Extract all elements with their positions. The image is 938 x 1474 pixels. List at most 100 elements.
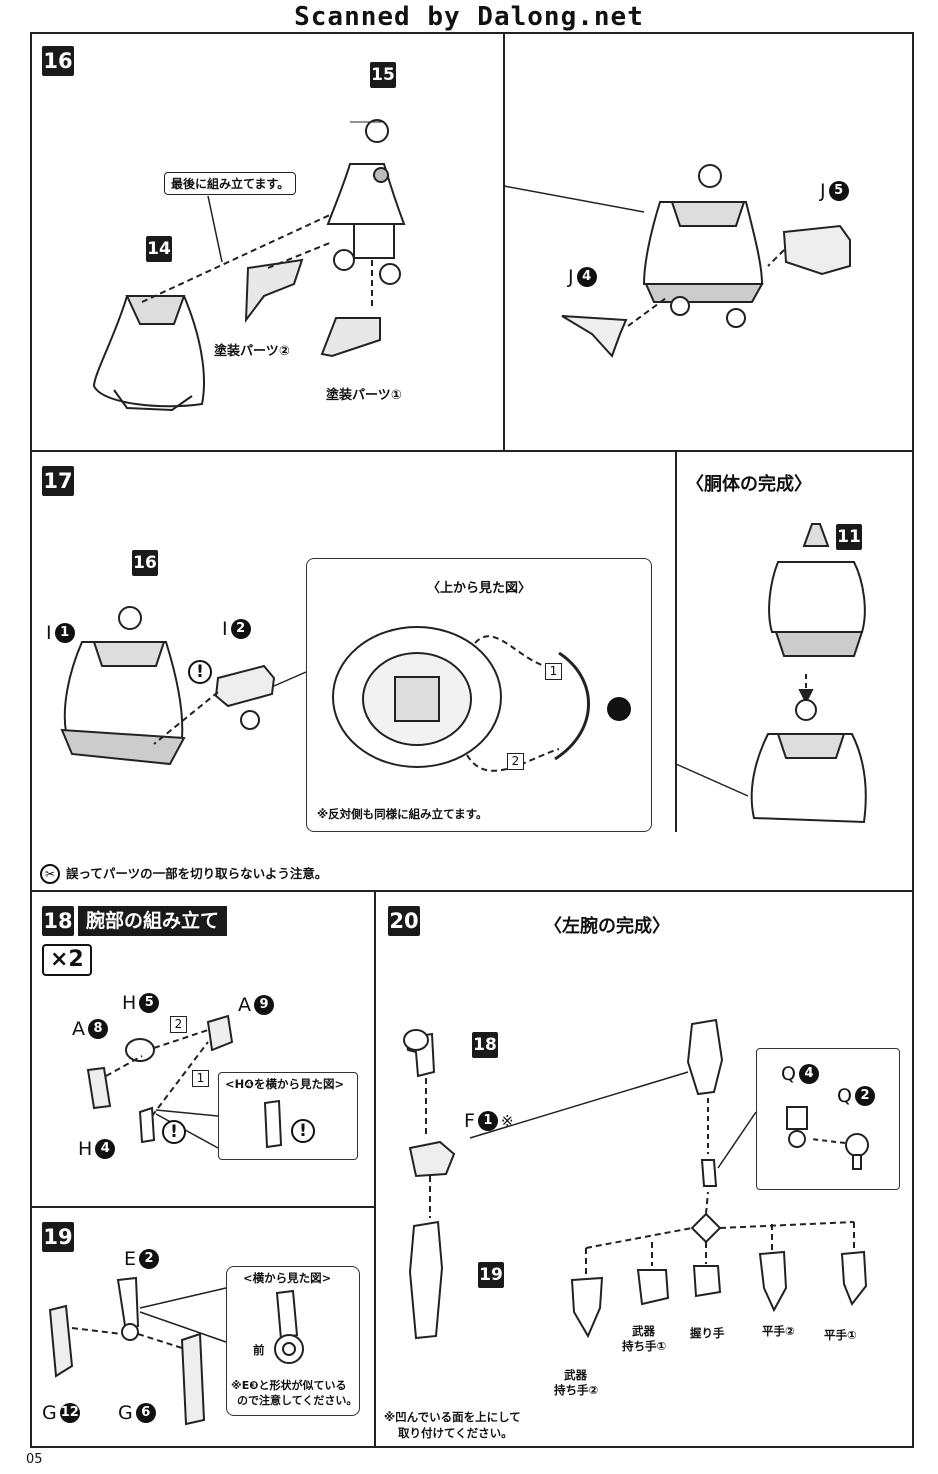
quantity-multiplier: ×2: [42, 944, 92, 976]
flat-hand-2: [758, 1250, 788, 1313]
body-complete-title: 〈胴体の完成〉: [686, 474, 812, 495]
part-a8-drawing: [86, 1066, 112, 1110]
top-view-drawing: [332, 626, 631, 772]
torso-part-14-drawing: [92, 295, 205, 412]
side-view-drawing: [274, 1289, 304, 1364]
weapon-grip-2-label-line2: 持ち手②: [554, 1383, 599, 1397]
concave-side-note-line1: ※凹んでいる面を上にして: [384, 1410, 521, 1424]
flat-hand-2-label: 平手②: [762, 1324, 795, 1338]
part-a9-ref: A 9: [238, 994, 274, 1016]
arm-complete-drawing: [686, 1018, 724, 1096]
part-i2-drawing: [214, 664, 276, 708]
step-19-illustration: [48, 1276, 227, 1426]
sequence-1-marker: 1: [545, 663, 562, 680]
side-view-inset: <横から見た図> 前 ※E❸と形状が似ている ので注意してください。: [226, 1266, 360, 1416]
side-view-title: <横から見た図>: [243, 1271, 332, 1285]
caution-mark-icon: !: [162, 1120, 186, 1144]
ref-step-15: 15: [370, 62, 396, 88]
part-number: 1: [54, 623, 75, 643]
part-q4-ref: Q 4: [781, 1063, 819, 1085]
ref-step-18: 18: [472, 1032, 498, 1058]
concave-side-note-line2: 取り付けてください。: [398, 1426, 513, 1440]
part-letter: F: [464, 1110, 475, 1132]
part-number: 2: [854, 1086, 875, 1106]
opposite-side-note: ※反対側も同様に組み立てます。: [317, 807, 488, 821]
q-parts-drawing: [786, 1106, 869, 1170]
weapon-grip-2-label-line1: 武器: [564, 1368, 587, 1382]
part-letter: A: [238, 994, 251, 1016]
sequence-2-marker: 2: [170, 1016, 187, 1033]
fist-hand: [692, 1265, 722, 1298]
step-17-number: 17: [42, 466, 74, 496]
torso-part-16-drawing: [60, 606, 186, 766]
forearm-19-drawing: [408, 1220, 444, 1340]
part-e2-ref: E 2: [124, 1248, 160, 1270]
flat-hand-1-label: 平手①: [824, 1328, 857, 1342]
paint-part-2-drawing: [244, 258, 304, 324]
part-number: 4: [95, 1139, 116, 1159]
ref-step-19: 19: [478, 1262, 504, 1288]
sequence-1-marker: 1: [192, 1070, 209, 1087]
page-number: 05: [26, 1452, 43, 1467]
top-view-title: 〈上から見た図〉: [427, 581, 532, 596]
part-letter: J: [820, 180, 826, 202]
part-f1-drawing: [408, 1140, 456, 1178]
part-letter: G: [42, 1402, 57, 1424]
part-h4-drawing: [138, 1106, 156, 1144]
step-18-title: 腕部の組み立て: [78, 906, 228, 936]
step-19-number: 19: [42, 1222, 74, 1252]
part-letter: G: [118, 1402, 133, 1424]
flat-hand-1: [840, 1250, 868, 1306]
left-arm-complete-title: 〈左腕の完成〉: [544, 916, 670, 937]
part-number: 2: [139, 1249, 160, 1269]
step-17-panel: 17 16 I 1: [30, 450, 914, 892]
q-parts-inset: Q 4 Q 2: [756, 1048, 900, 1190]
part-letter: I: [46, 622, 52, 644]
part-a8-ref: A 8: [72, 1018, 108, 1040]
caution-cut-icon: ✂: [40, 864, 60, 884]
part-letter: I: [222, 618, 228, 640]
step-20-number: 20: [388, 906, 420, 936]
part-f1-ref: F 1 ※: [464, 1110, 514, 1132]
part-i1-ref: I 1: [46, 622, 75, 644]
weapon-grip-1-label-line1: 武器: [632, 1324, 655, 1338]
part-number: 1: [477, 1111, 498, 1131]
part-number: 8: [88, 1019, 108, 1039]
part-number: 5: [828, 181, 849, 201]
scan-credit: Scanned by Dalong.net: [294, 2, 644, 32]
part-number: 2: [230, 619, 251, 639]
fist-label: 握り手: [690, 1326, 725, 1340]
part-number: 9: [254, 995, 274, 1015]
h4-side-view-drawing: [263, 1099, 283, 1149]
caution-mark-icon: !: [291, 1119, 315, 1143]
h4-side-view-inset: <H❹を横から見た図> !: [218, 1072, 358, 1160]
e3-similar-note-line2: ので注意してください。: [237, 1394, 358, 1407]
step-20-panel: 20 〈左腕の完成〉: [374, 890, 914, 1448]
part-h5-drawing: [125, 1038, 155, 1062]
paint-part-1-drawing: [320, 317, 381, 358]
part-j5-drawing: [782, 224, 851, 276]
part-number: 4: [798, 1064, 819, 1084]
part-number: 4: [576, 267, 597, 287]
part-h5-ref: H 5: [122, 992, 160, 1014]
part-g6-ref: G 6: [118, 1402, 156, 1424]
part-g6-drawing: [180, 1332, 206, 1426]
part-letter: E: [124, 1248, 137, 1270]
ref-step-11: 11: [836, 524, 862, 550]
part-letter: Q: [837, 1085, 852, 1107]
paint-part-2-label: 塗装パーツ②: [214, 344, 290, 359]
part-letter: H: [78, 1138, 93, 1160]
step-20-illustration: [403, 1018, 868, 1340]
step-16-panel: 16: [30, 32, 914, 452]
ref-step-14: 14: [146, 236, 172, 262]
torso-assembly-drawing: [642, 164, 764, 328]
part-i2-ref: I 2: [222, 618, 251, 640]
part-h4-ref: H 4: [78, 1138, 116, 1160]
part-mark: ※: [500, 1112, 514, 1130]
sequence-2-marker: 2: [507, 753, 524, 770]
h4-side-view-title: <H❹を横から見た図>: [225, 1077, 345, 1091]
body-complete-drawing: [750, 523, 867, 824]
step-18-number: 18: [42, 906, 74, 936]
weapon-grip-1-label-line2: 持ち手①: [622, 1339, 667, 1353]
ref-step-16: 16: [132, 550, 158, 576]
